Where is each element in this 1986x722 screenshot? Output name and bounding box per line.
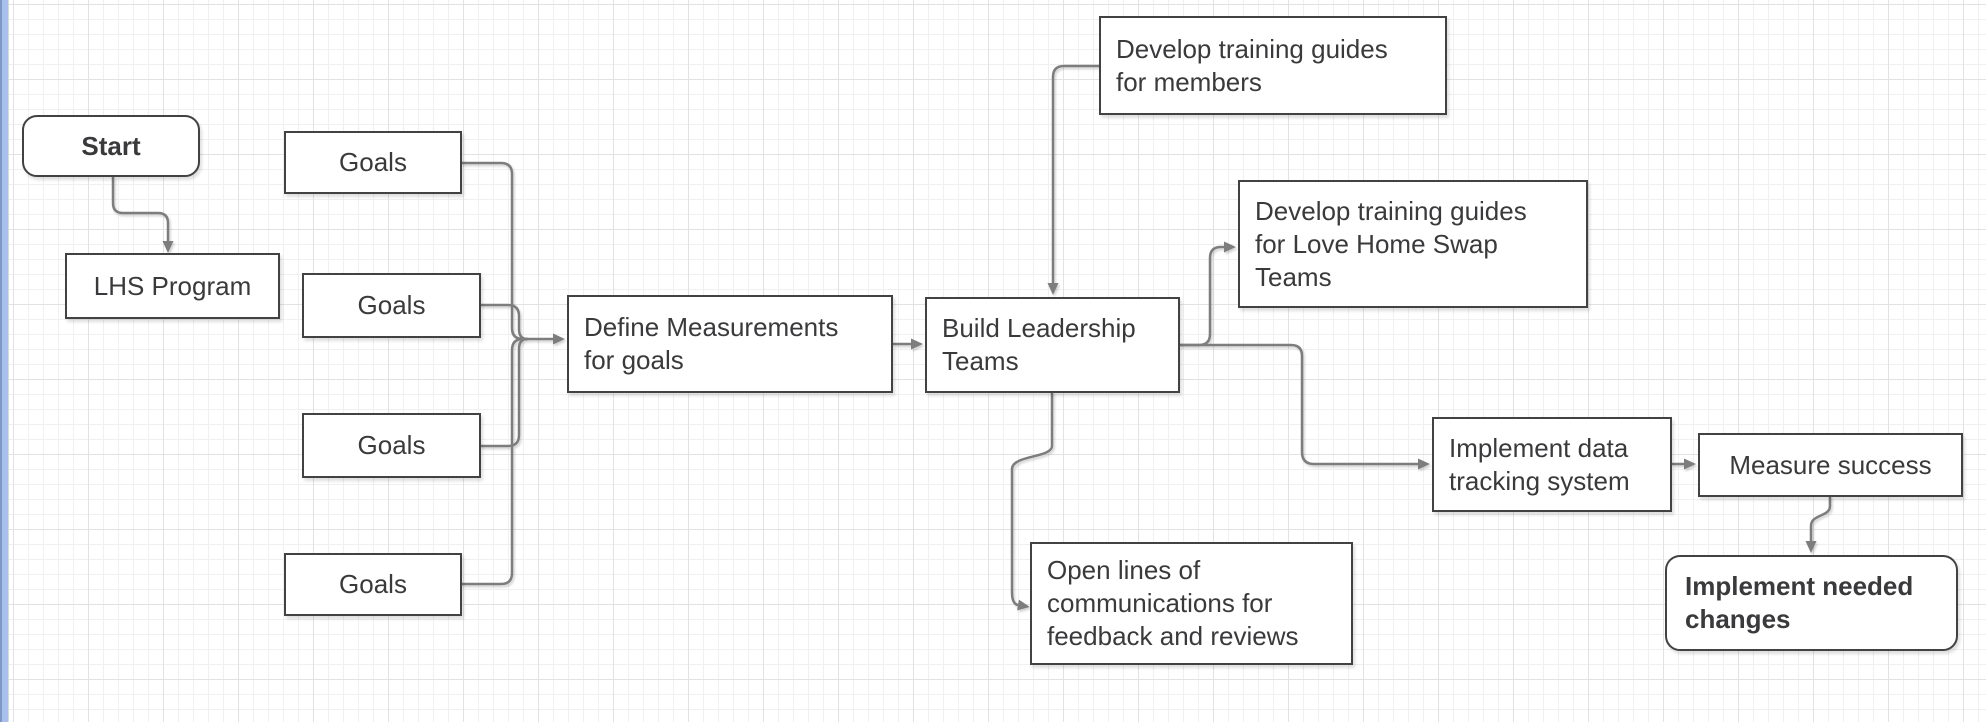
edge-build-to-develop-guides-lhs-teams[interactable] — [1178, 241, 1236, 347]
node-define-measurements[interactable]: Define Measurements for goals — [567, 295, 893, 393]
node-start[interactable]: Start — [22, 115, 200, 177]
node-build-leadership-teams-label: Build Leadership Teams — [942, 313, 1136, 376]
node-build-leadership-teams[interactable]: Build Leadership Teams — [925, 297, 1180, 393]
node-define-measurements-label: Define Measurements for goals — [584, 312, 839, 375]
edge-build-to-implement-data-tracking[interactable] — [1178, 343, 1430, 470]
node-implement-needed-changes-label: Implement needed changes — [1685, 571, 1914, 634]
node-lhs-program[interactable]: LHS Program — [65, 253, 280, 319]
node-implement-data-tracking[interactable]: Implement data tracking system — [1432, 417, 1672, 512]
edge-goals-4-to-define[interactable] — [460, 337, 529, 586]
edge-develop-guides-members-to-build[interactable] — [1047, 64, 1101, 295]
node-goals-1-label: Goals — [339, 147, 407, 177]
node-implement-needed-changes[interactable]: Implement needed changes — [1665, 555, 1958, 651]
edge-start-to-lhs-program[interactable] — [111, 175, 174, 253]
node-open-lines[interactable]: Open lines of communications for feedbac… — [1030, 542, 1353, 665]
edge-measure-success-to-implement-needed-changes[interactable] — [1805, 495, 1832, 553]
node-implement-data-tracking-label: Implement data tracking system — [1449, 432, 1630, 496]
node-develop-guides-members[interactable]: Develop training guides for members — [1099, 16, 1447, 115]
node-open-lines-label: Open lines of communications for feedbac… — [1047, 555, 1299, 651]
node-develop-guides-lhs-teams[interactable]: Develop training guides for Love Home Sw… — [1238, 180, 1588, 308]
node-goals-1[interactable]: Goals — [284, 131, 462, 194]
node-goals-3-label: Goals — [357, 430, 426, 460]
node-lhs-program-label: LHS Program — [93, 270, 252, 301]
node-develop-guides-members-label: Develop training guides for members — [1116, 33, 1388, 97]
node-goals-4[interactable]: Goals — [284, 553, 462, 616]
edge-goals-2-to-define[interactable] — [479, 303, 529, 341]
left-scrollbar[interactable] — [0, 0, 9, 722]
node-goals-2-label: Goals — [357, 290, 426, 320]
node-measure-success[interactable]: Measure success — [1698, 433, 1963, 497]
edge-goals-3-to-define[interactable] — [479, 337, 529, 448]
node-start-label: Start — [81, 130, 141, 161]
node-goals-2[interactable]: Goals — [302, 273, 481, 338]
node-goals-4-label: Goals — [339, 569, 407, 599]
edge-build-to-open-lines[interactable] — [1010, 391, 1054, 611]
node-develop-guides-lhs-teams-label: Develop training guides for Love Home Sw… — [1255, 195, 1527, 292]
node-measure-success-label: Measure success — [1729, 449, 1932, 480]
node-goals-3[interactable]: Goals — [302, 413, 481, 478]
